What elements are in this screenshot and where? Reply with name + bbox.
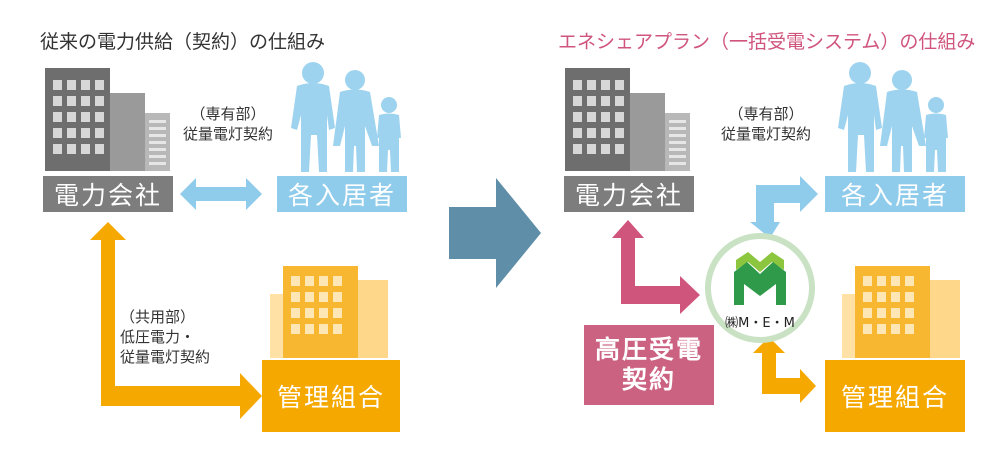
note-line: 従量電灯契約: [182, 125, 273, 143]
private-contract-note: （専有部） 従量電灯契約: [168, 104, 288, 144]
apartment-building-icon: [270, 266, 388, 358]
mem-logo-icon: [705, 233, 815, 343]
apartment-building-icon: [842, 266, 960, 358]
transition-arrow-icon: [449, 178, 541, 288]
double-arrow-icon: [180, 178, 262, 210]
l-arrow-icon: [612, 220, 700, 314]
double-bent-arrow-icon: [753, 337, 816, 403]
note-line: （共用部）: [120, 308, 196, 326]
residents-box: 各入居者: [825, 176, 965, 212]
management-box: 管理組合: [825, 360, 965, 432]
power-company-box: 電力会社: [564, 176, 694, 212]
note-line: 低圧電力・: [120, 328, 196, 346]
mem-logo-text: ㈱M・E・M: [725, 316, 795, 331]
family-silhouette-icon: [291, 62, 401, 172]
note-line: （専有部）: [728, 105, 804, 123]
note-line: 従量電灯契約: [120, 348, 211, 366]
left-panel-title: 従来の電力供給（契約）の仕組み: [40, 31, 326, 53]
contract-line: 契約: [621, 365, 676, 394]
note-line: （専有部）: [190, 105, 266, 123]
office-building-icon: [45, 68, 170, 171]
management-box: 管理組合: [262, 360, 400, 432]
note-line: 従量電灯契約: [720, 125, 811, 143]
right-panel-title: エネシェアプラン（一括受電システム）の仕組み: [558, 31, 976, 53]
family-silhouette-icon: [838, 62, 948, 172]
contract-line: 高圧受電: [594, 335, 703, 364]
power-company-box: 電力会社: [43, 176, 173, 212]
bent-arrow-icon: [750, 176, 818, 238]
l-arrow-icon: [90, 222, 262, 419]
high-voltage-contract-box: 高圧受電 契約: [584, 325, 714, 405]
private-contract-note: （専有部） 従量電灯契約: [706, 104, 826, 144]
common-contract-note: （共用部） 低圧電力・ 従量電灯契約: [120, 307, 210, 367]
office-building-icon: [565, 68, 690, 171]
residents-box: 各入居者: [277, 176, 407, 212]
